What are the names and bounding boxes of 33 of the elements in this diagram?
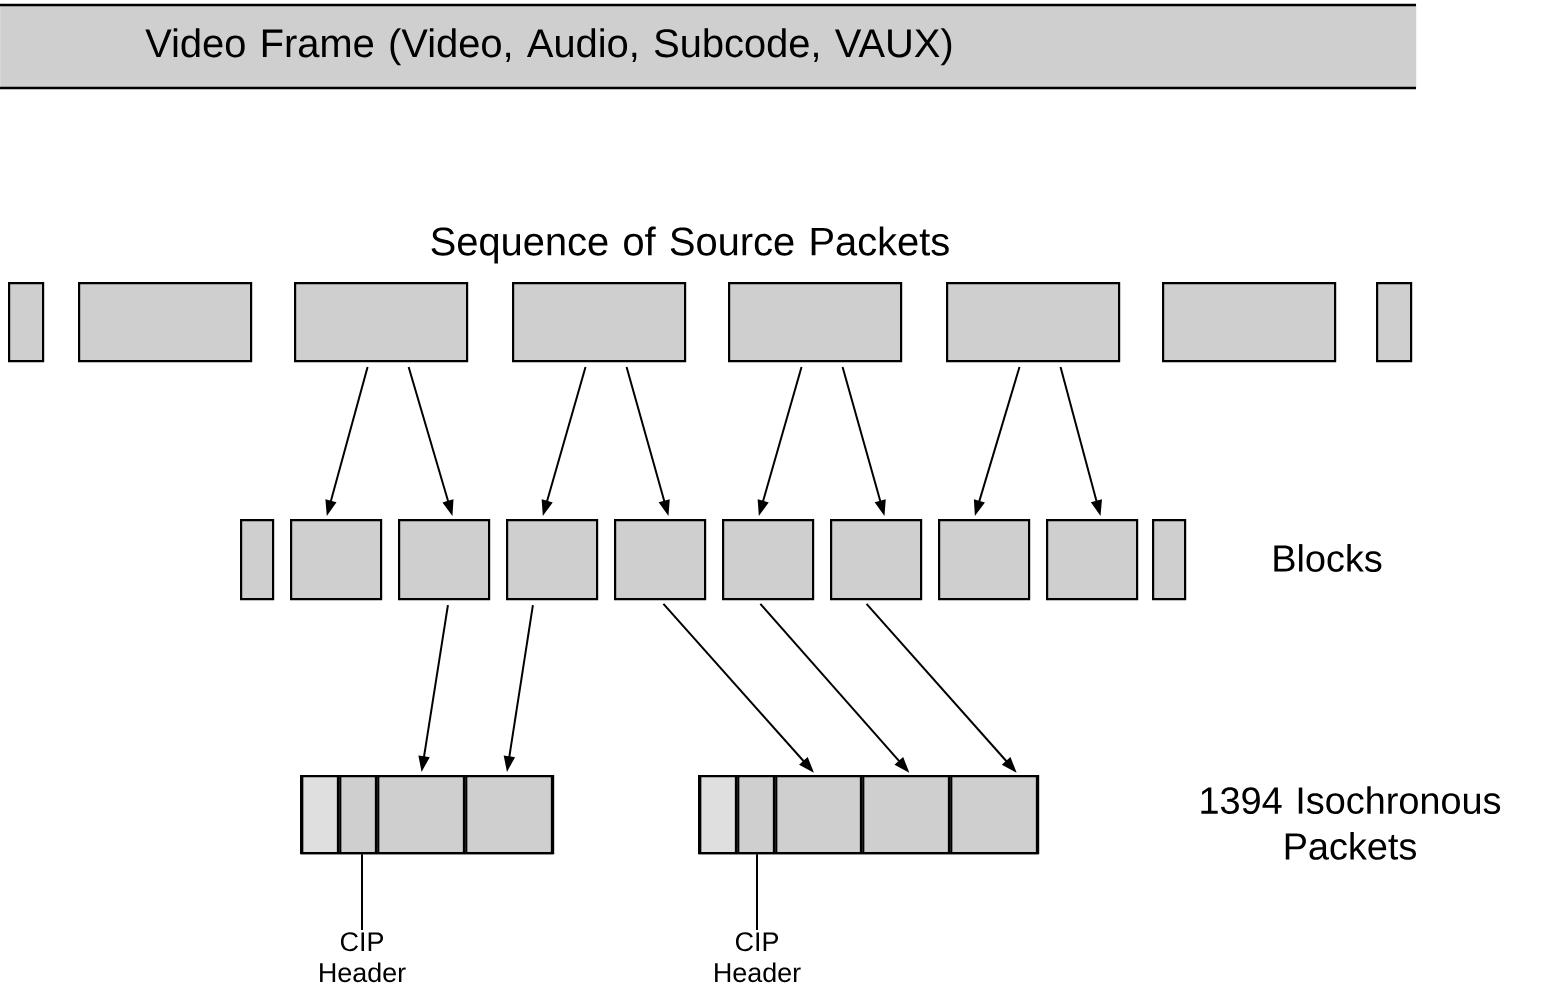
block-box	[290, 519, 383, 601]
row-label: Sequence of Source Packets	[431, 226, 949, 264]
packet-cell	[737, 775, 776, 855]
packet-box	[728, 282, 903, 363]
packet-box	[1376, 282, 1413, 363]
block-box	[614, 519, 707, 601]
packet-cell	[862, 775, 951, 855]
packet-box	[512, 282, 687, 363]
header-label: CIP Header	[715, 932, 801, 983]
block-box	[722, 519, 815, 601]
block-box	[938, 519, 1031, 601]
header-label: CIP Header	[320, 932, 406, 983]
block-box	[506, 519, 599, 601]
packet-cell	[339, 775, 378, 855]
title-band: Video Frame (Video, Audio, Subcode, VAUX)	[0, 3, 1417, 90]
packet-cell	[950, 775, 1039, 855]
packet-box	[1162, 282, 1337, 363]
row-label: Blocks	[1274, 544, 1382, 572]
block-box	[240, 519, 275, 601]
packet-box	[8, 282, 45, 363]
block-box	[1152, 519, 1187, 601]
leader-line	[756, 853, 758, 931]
packet-box	[78, 282, 253, 363]
block-box	[830, 519, 923, 601]
packet-cell	[301, 775, 340, 855]
packet-box	[294, 282, 469, 363]
leader-line	[361, 853, 363, 931]
packet-cell	[699, 775, 738, 855]
row-label: 1394 Isochronous Packets	[1201, 786, 1501, 860]
packet-box	[946, 282, 1121, 363]
packet-cell	[465, 775, 554, 855]
block-box	[1046, 519, 1139, 601]
block-box	[398, 519, 491, 601]
